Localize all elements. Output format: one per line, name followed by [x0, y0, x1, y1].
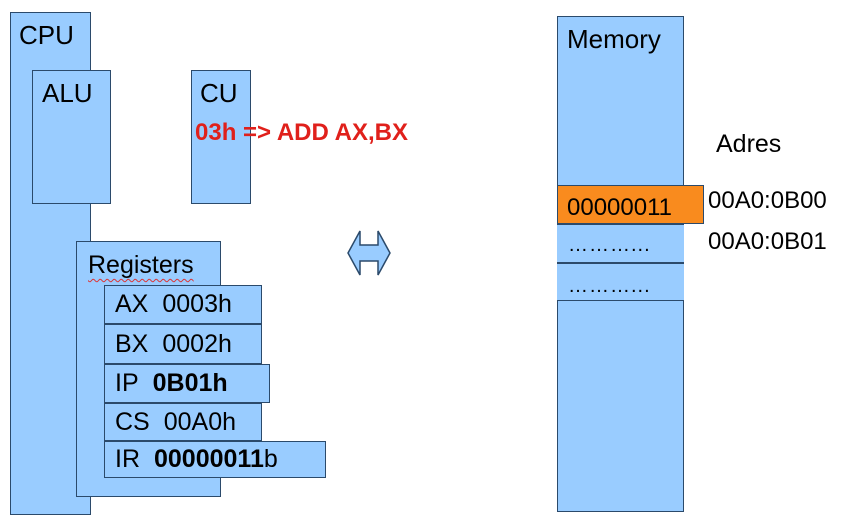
register-value: 0003h — [162, 290, 232, 318]
cu-block — [191, 70, 251, 204]
register-ax: AX 0003h — [104, 285, 262, 324]
registers-label: Registers — [88, 251, 194, 279]
alu-block — [32, 70, 111, 204]
memory-cell-highlighted — [557, 185, 704, 224]
memory-cell-content: ………... — [568, 275, 651, 297]
memory-cell-content: 00000011 — [567, 194, 672, 221]
double-arrow-icon — [347, 230, 391, 276]
register-name: IR — [115, 445, 140, 473]
register-ip: IP 0B01h — [104, 364, 270, 403]
register-name: IP — [115, 369, 139, 397]
memory-cell-content: ………... — [568, 234, 651, 256]
alu-label: ALU — [42, 78, 93, 108]
register-value-bold: 00000011 — [154, 445, 264, 473]
cpu-label: CPU — [19, 20, 74, 50]
register-value-suffix: b — [263, 445, 278, 473]
register-value: 0002h — [162, 329, 232, 358]
register-name: CS — [115, 407, 150, 436]
memory-cell-address: 00A0:0B01 — [708, 228, 827, 255]
memory-cell — [557, 224, 684, 263]
register-value-bold: 0B01h — [152, 369, 228, 397]
register-ir: IR 00000011b — [104, 441, 326, 478]
decoded-instruction-text: => ADD AX,BX — [236, 119, 408, 146]
opcode-text: 03h — [195, 119, 237, 146]
register-value: 00A0h — [163, 407, 237, 436]
register-bx: BX 0002h — [104, 324, 262, 364]
memory-label: Memory — [567, 24, 661, 54]
memory-cell-address: 00A0:0B00 — [708, 187, 827, 214]
memory-cell — [557, 263, 684, 301]
instruction-decode: 03h => ADD AX,BX — [195, 121, 408, 145]
register-cs: CS 00A0h — [104, 403, 262, 441]
address-header: Adres — [716, 130, 782, 158]
register-name: AX — [115, 290, 149, 318]
register-name: BX — [115, 329, 149, 358]
cu-label: CU — [200, 78, 238, 108]
